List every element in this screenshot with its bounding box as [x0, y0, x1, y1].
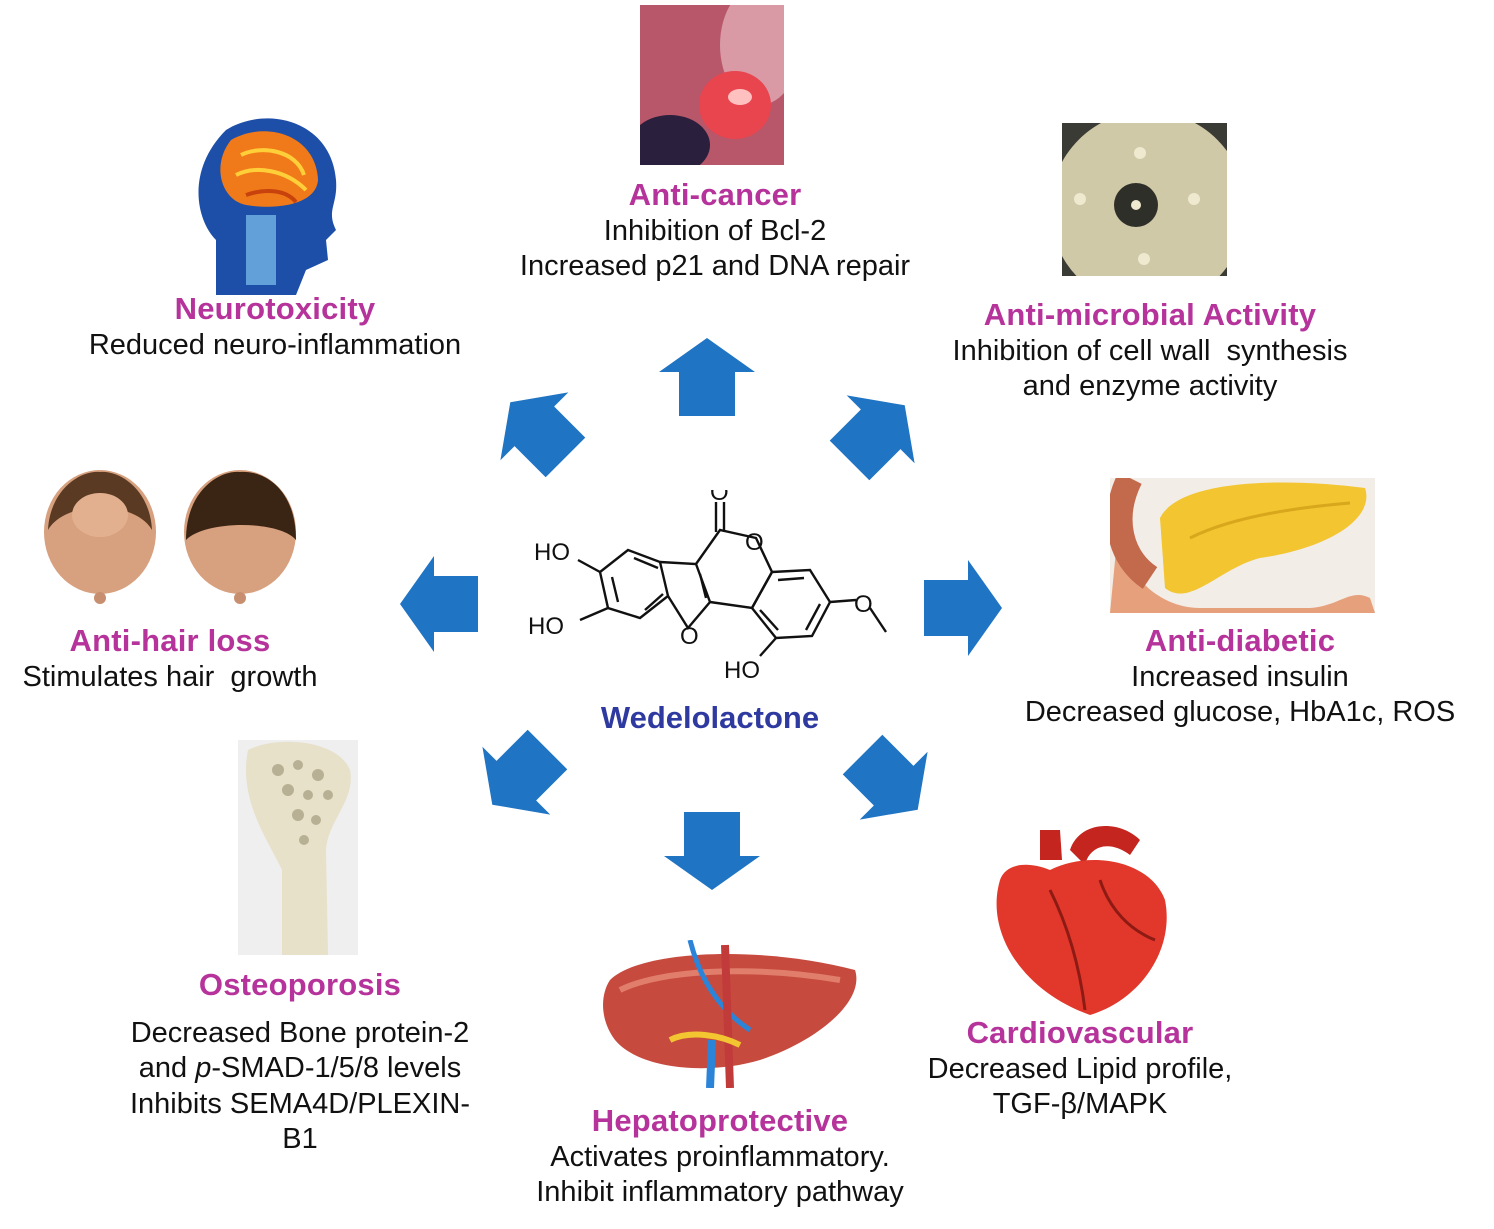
effect-anti-cancer: Anti-cancer Inhibition of Bcl-2 Increase…	[470, 176, 960, 285]
effect-anti-microbial: Anti-microbial Activity Inhibition of ce…	[900, 296, 1400, 405]
effect-line: Decreased glucose, HbA1c, ROS	[1024, 696, 1456, 729]
effect-line-prefix: and	[138, 1052, 196, 1085]
ho-label-3: HO	[724, 657, 760, 684]
effect-line: Stimulates hair growth	[22, 660, 318, 693]
effect-anti-hair-loss: Anti-hair loss Stimulates hair growth	[0, 622, 340, 695]
arrow-left	[400, 556, 478, 652]
arrow-down	[664, 812, 760, 890]
effect-hepatoprotective: Hepatoprotective Activates proinflammato…	[470, 1102, 970, 1211]
effect-line: Increased insulin	[1131, 660, 1349, 693]
ho-label-1: HO	[534, 539, 570, 566]
effect-title: Anti-hair loss	[69, 623, 271, 658]
effect-line-smad: and p-SMAD-1/5/8 levels	[70, 1051, 530, 1086]
effect-anti-diabetic: Anti-diabetic Increased insulin Decrease…	[990, 622, 1490, 731]
o-furan-label: O	[680, 623, 699, 650]
effect-line: Inhibition of Bcl-2	[603, 214, 827, 247]
effect-line: and enzyme activity	[1022, 370, 1278, 403]
ho-label-2: HO	[528, 613, 564, 640]
effect-title: Cardiovascular	[966, 1015, 1194, 1050]
heart-icon	[980, 820, 1175, 1020]
effect-line: Reduced neuro-inflammation	[88, 328, 462, 361]
effect-title: Anti-cancer	[628, 177, 802, 212]
effect-line: Inhibit inflammatory pathway	[536, 1176, 904, 1209]
bone-icon	[238, 740, 358, 955]
compound-name: Wedelolactone	[600, 700, 820, 735]
effect-title: Anti-diabetic	[1144, 623, 1336, 658]
arrow-up-left	[476, 368, 600, 492]
effect-neurotoxicity: Neurotoxicity Reduced neuro-inflammation	[30, 290, 520, 363]
hair-loss-heads-icon	[40, 470, 310, 610]
effect-osteoporosis: Osteoporosis Decreased Bone protein-2 an…	[70, 966, 530, 1157]
wedelolactone-structure: HO HO HO O O O O	[528, 490, 887, 684]
effect-title: Neurotoxicity	[174, 291, 376, 326]
liver-icon	[600, 940, 865, 1088]
effect-line: Decreased Lipid profile,	[927, 1052, 1233, 1085]
effect-line: Decreased Bone protein-2	[130, 1016, 470, 1049]
o-carbonyl-label: O	[710, 490, 729, 506]
effect-line: Activates proinflammatory.	[550, 1140, 890, 1173]
tumor-photo-icon	[640, 5, 784, 165]
arrow-up	[659, 338, 755, 416]
effect-line: Inhibition of cell wall synthesis	[952, 334, 1348, 367]
o-methoxy-label: O	[854, 591, 873, 618]
effect-title: Anti-microbial Activity	[983, 297, 1317, 332]
arrow-down-right	[828, 720, 952, 844]
effect-line: Increased p21 and DNA repair	[519, 250, 911, 283]
effect-title: Osteoporosis	[198, 967, 402, 1002]
effect-line: Inhibits SEMA4D/PLEXIN-	[129, 1087, 471, 1120]
brain-head-icon	[186, 110, 346, 295]
o-ring-label: O	[745, 529, 764, 556]
pancreas-icon	[1110, 478, 1375, 613]
effect-cardiovascular: Cardiovascular Decreased Lipid profile, …	[880, 1014, 1280, 1123]
effect-title: Hepatoprotective	[591, 1103, 849, 1138]
effect-line-rest: -SMAD-1/5/8 levels	[211, 1052, 462, 1085]
effect-line: B1	[282, 1122, 318, 1155]
effect-line-italic: p	[195, 1052, 212, 1085]
petri-dish-icon	[1062, 123, 1227, 276]
effect-line: TGF-β/MAPK	[992, 1088, 1168, 1121]
